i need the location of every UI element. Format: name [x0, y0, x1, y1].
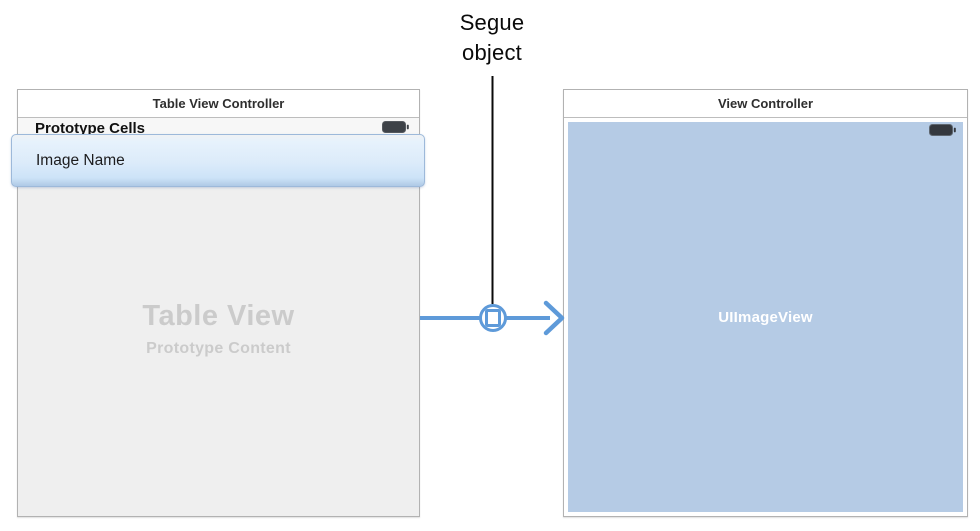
view-controller-scene[interactable]: View Controller UIImageView	[563, 89, 968, 517]
segue-annotation-label: Segue object	[392, 8, 592, 68]
battery-icon	[929, 124, 956, 136]
prototype-cell-image-name[interactable]: Image Name	[11, 134, 425, 187]
view-controller-title: View Controller	[717, 96, 814, 111]
table-view-placeholder-title: Table View	[142, 300, 295, 332]
table-view-controller-title: Table View Controller	[152, 96, 285, 111]
segue-arrow-head	[543, 300, 565, 336]
segue-icon-square	[485, 309, 501, 327]
table-view-placeholder-subtitle: Prototype Content	[146, 340, 291, 357]
table-view-placeholder: Table View Prototype Content	[18, 300, 419, 358]
uiimageview[interactable]: UIImageView	[568, 122, 963, 512]
segue-icon[interactable]	[479, 304, 507, 332]
table-view-controller-header[interactable]: Table View Controller	[18, 90, 419, 118]
prototype-cell-label: Image Name	[36, 152, 125, 169]
segue-annotation-line1: Segue	[459, 10, 525, 35]
prototype-cells-label: Prototype Cells	[35, 120, 146, 137]
view-controller-header[interactable]: View Controller	[564, 90, 967, 118]
uiimageview-label: UIImageView	[718, 308, 813, 326]
segue-annotation-line2: object	[462, 40, 522, 65]
battery-icon	[382, 121, 409, 133]
